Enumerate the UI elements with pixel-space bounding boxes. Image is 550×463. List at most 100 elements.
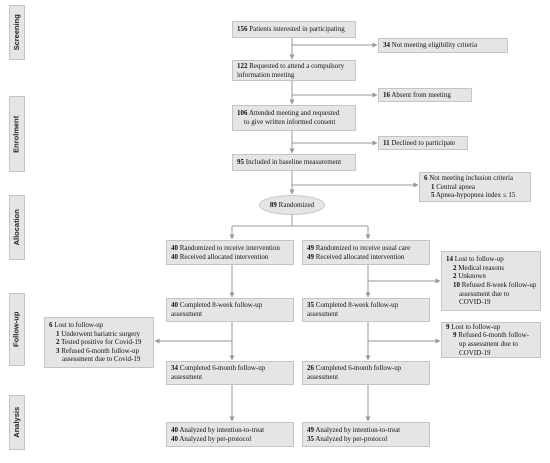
label: Received allocated intervention: [315, 252, 405, 261]
count: 40: [171, 425, 178, 434]
label: Randomized: [278, 201, 315, 209]
label: Unknown: [458, 272, 486, 281]
attended-box: 106 Attended meeting and requested to gi…: [232, 105, 356, 131]
count: 9: [453, 331, 457, 340]
count: 9: [446, 322, 450, 331]
analysis-right-box: 49 Analyzed by intention-to-treat 35 Ana…: [302, 422, 430, 447]
label-line-2: to give written informed consent: [244, 118, 336, 126]
exclusion-box: 6 Not meeting inclusion criteria 1 Centr…: [419, 172, 531, 202]
stage-follow-up: Follow-up: [9, 293, 25, 366]
count: 14: [446, 255, 453, 264]
label: Analyzed by per-protocol: [179, 434, 252, 443]
count: 156: [237, 25, 248, 34]
count: 6: [424, 174, 428, 183]
label: Received allocated intervention: [179, 252, 269, 261]
stage-screening-label: Screening: [11, 14, 21, 51]
label: Completed 8-week follow-up: [179, 301, 263, 310]
stage-analysis-label: Analysis: [11, 407, 21, 438]
stage-allocation: Allocation: [9, 195, 25, 260]
usual-care-box: 49 Randomized to receive usual care 49 R…: [302, 240, 430, 265]
count: 34: [383, 41, 390, 50]
count: 2: [56, 338, 60, 347]
stage-analysis: Analysis: [9, 395, 25, 450]
label: Randomized to receive intervention: [179, 243, 280, 252]
count: 34: [171, 364, 178, 373]
label-line-2: assessment due to Covid-19: [62, 355, 141, 364]
label-line-2: information meeting: [237, 70, 295, 79]
count: 35: [307, 434, 314, 443]
count: 16: [383, 90, 390, 99]
absent-box: 16 Absent from meeting: [378, 88, 472, 102]
label: Lost to follow-up: [454, 255, 504, 264]
intervention-box: 40 Randomized to receive intervention 40…: [166, 240, 294, 265]
not-eligible-box: 34 Not meeting eligibility criteria: [378, 38, 508, 53]
label-line-2: assessment: [307, 310, 339, 318]
count: 10: [453, 281, 460, 289]
randomized-oval: 89 Randomized: [259, 195, 325, 215]
label: Attended meeting and requested: [248, 109, 340, 118]
label: Patients interested in participating: [249, 25, 345, 34]
label: Analyzed by intention-to-treat: [315, 425, 401, 434]
right-lost-8wk-box: 14 Lost to follow-up 2 Medical reasons 2…: [441, 251, 541, 311]
label-line-3: COVID-19: [459, 298, 491, 307]
declined-box: 11 Declined to participate: [378, 136, 468, 150]
label-line-2: assessment: [307, 373, 339, 381]
left-6m-box: 34 Completed 6-month follow-up assessmen…: [166, 361, 294, 385]
count: 35: [307, 301, 314, 310]
count: 5: [431, 191, 435, 200]
analysis-left-box: 40 Analyzed by intention-to-treat 40 Ana…: [166, 422, 294, 447]
label: Refused 6-month follow-: [458, 331, 530, 340]
count: 11: [383, 138, 390, 147]
count: 122: [237, 61, 248, 70]
label: Lost to follow-up: [451, 322, 501, 331]
count: 3: [56, 346, 60, 355]
label-line-2: up assessment due to: [459, 340, 518, 348]
label: Analyzed by intention-to-treat: [179, 425, 265, 434]
stage-enrolment-label: Enrolment: [11, 115, 21, 153]
baseline-box: 95 Included in baseline measurement: [232, 154, 356, 171]
label: Apnea-hypopnea index ≤ 15: [435, 191, 516, 200]
count: 89: [269, 201, 277, 209]
count: 6: [49, 321, 53, 330]
label: Refused 8-week follow-up: [461, 281, 537, 289]
right-6m-box: 26 Completed 6-month follow-up assessmen…: [302, 361, 430, 385]
count: 95: [237, 158, 244, 167]
label: Lost to follow-up: [54, 321, 104, 330]
label: Declined to participate: [391, 138, 456, 147]
label: Not meeting eligibility criteria: [391, 41, 478, 50]
count: 49: [307, 425, 314, 434]
label: Not meeting inclusion criteria: [429, 174, 514, 183]
label: Refused 6-month follow-up: [61, 346, 140, 355]
label-line-2: assessment: [171, 373, 203, 381]
label: Completed 8-week follow-up: [315, 301, 399, 310]
count: 2: [453, 272, 457, 281]
stage-follow-up-label: Follow-up: [11, 311, 21, 348]
label: Included in baseline measurement: [245, 158, 342, 167]
count: 1: [56, 329, 60, 338]
count: 26: [307, 364, 314, 373]
stage-enrolment: Enrolment: [9, 96, 25, 172]
count: 106: [237, 109, 248, 118]
count: 40: [171, 301, 178, 310]
interested-box: 156 Patients interested in participating: [232, 21, 356, 38]
label: Medical reasons: [458, 263, 504, 272]
requested-meeting-box: 122 Requested to attend a compulsory inf…: [232, 60, 356, 81]
label: Tested positive for Covid-19: [61, 338, 142, 347]
count: 49: [307, 252, 314, 261]
label: Underwent bariatric surgery: [61, 329, 141, 338]
label: Completed 6-month follow-up: [179, 364, 266, 373]
count: 40: [171, 243, 178, 252]
right-8wk-box: 35 Completed 8-week follow-up assessment: [302, 298, 430, 322]
label: Central apnea: [436, 182, 475, 191]
count: 1: [431, 182, 435, 191]
label: Analyzed by per-protocol: [315, 434, 388, 443]
label-line-2: assessment: [171, 310, 203, 318]
label: Absent from meeting: [391, 90, 451, 99]
stage-screening: Screening: [9, 5, 25, 60]
label-line-2: assessment due to: [459, 289, 510, 298]
left-lost-box: 6 Lost to follow-up 1 Underwent bariatri…: [44, 317, 154, 368]
count: 2: [453, 263, 457, 272]
label: Completed 6-month follow-up: [315, 364, 402, 373]
label: Requested to attend a compulsory: [249, 61, 345, 70]
